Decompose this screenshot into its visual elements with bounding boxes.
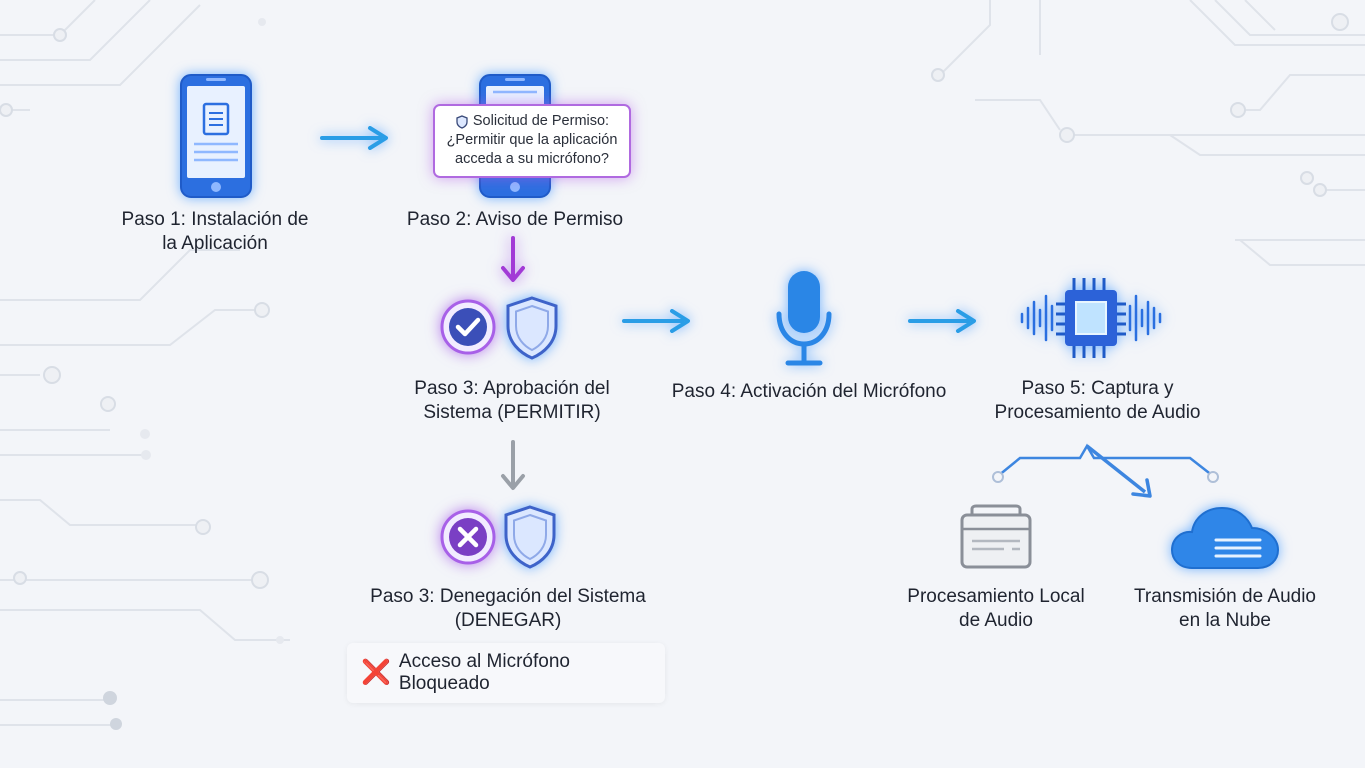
step1-label-line2: la Aplicación	[162, 233, 268, 254]
local-processing-label: Procesamiento Local de Audio	[890, 585, 1102, 633]
blocked-notice-text: Acceso al Micrófono Bloqueado	[398, 651, 570, 694]
popup-question-line2: acceda a su micrófono?	[455, 151, 609, 167]
cloud-transmission-label-line2: en la Nube	[1179, 610, 1271, 631]
arrow-right-icon	[622, 309, 690, 333]
shield-icon	[456, 114, 468, 129]
step3-deny-label: Paso 3: Denegación del Sistema (DENEGAR)	[358, 585, 658, 633]
step5-label: Paso 5: Captura y Procesamiento de Audio	[975, 377, 1220, 425]
smartphone-icon	[180, 74, 252, 198]
step5-label-line1: Paso 5: Captura y	[1021, 378, 1174, 399]
step3-deny-label-line1: Paso 3: Denegación del Sistema	[370, 586, 646, 607]
shield-icon	[506, 296, 558, 360]
step3-deny-label-line2: (DENEGAR)	[454, 610, 562, 631]
cross-badge-icon	[440, 509, 496, 565]
step2-label-line1: Paso 2: Aviso de Permiso	[406, 209, 624, 230]
cloud-transmission-label-line1: Transmisión de Audio	[1133, 586, 1316, 607]
step1-label-line1: Paso 1: Instalación de	[121, 209, 309, 230]
blocked-notice: ❌ Acceso al Micrófono Bloqueado	[347, 643, 665, 703]
permission-popup[interactable]: Solicitud de Permiso: ¿Permitir que la a…	[433, 104, 631, 178]
arrow-down-icon	[501, 236, 525, 282]
step3-allow-label-line1: Paso 3: Aprobación del	[414, 378, 610, 399]
cloud-icon	[1170, 506, 1280, 569]
shield-icon	[504, 505, 556, 569]
step1-label: Paso 1: Instalación de la Aplicación	[110, 208, 320, 256]
step2-label: Paso 2: Aviso de Permiso	[395, 208, 635, 232]
local-processing-label-line1: Procesamiento Local	[907, 586, 1085, 607]
popup-question-line1: ¿Permitir que la aplicación	[446, 132, 618, 148]
processor-chip-icon	[1020, 278, 1162, 358]
step4-label-line1: Paso 4: Activación del Micrófono	[671, 381, 947, 402]
microphone-icon	[776, 271, 832, 366]
cloud-transmission-label: Transmisión de Audio en la Nube	[1115, 585, 1335, 633]
check-badge-icon	[440, 299, 496, 355]
arrow-right-icon	[320, 126, 388, 150]
step3-allow-label-line2: Sistema (PERMITIR)	[423, 402, 601, 423]
arrow-right-icon	[908, 309, 976, 333]
arrow-down-icon	[501, 440, 525, 490]
server-icon	[960, 504, 1032, 569]
blocked-x-icon: ❌	[361, 659, 391, 686]
local-processing-label-line2: de Audio	[959, 610, 1033, 631]
step5-label-line2: Procesamiento de Audio	[994, 402, 1201, 423]
branch-connector	[992, 443, 1219, 498]
step4-label: Paso 4: Activación del Micrófono	[660, 380, 958, 404]
popup-title: Solicitud de Permiso:	[472, 113, 610, 129]
step3-allow-label: Paso 3: Aprobación del Sistema (PERMITIR…	[392, 377, 632, 425]
